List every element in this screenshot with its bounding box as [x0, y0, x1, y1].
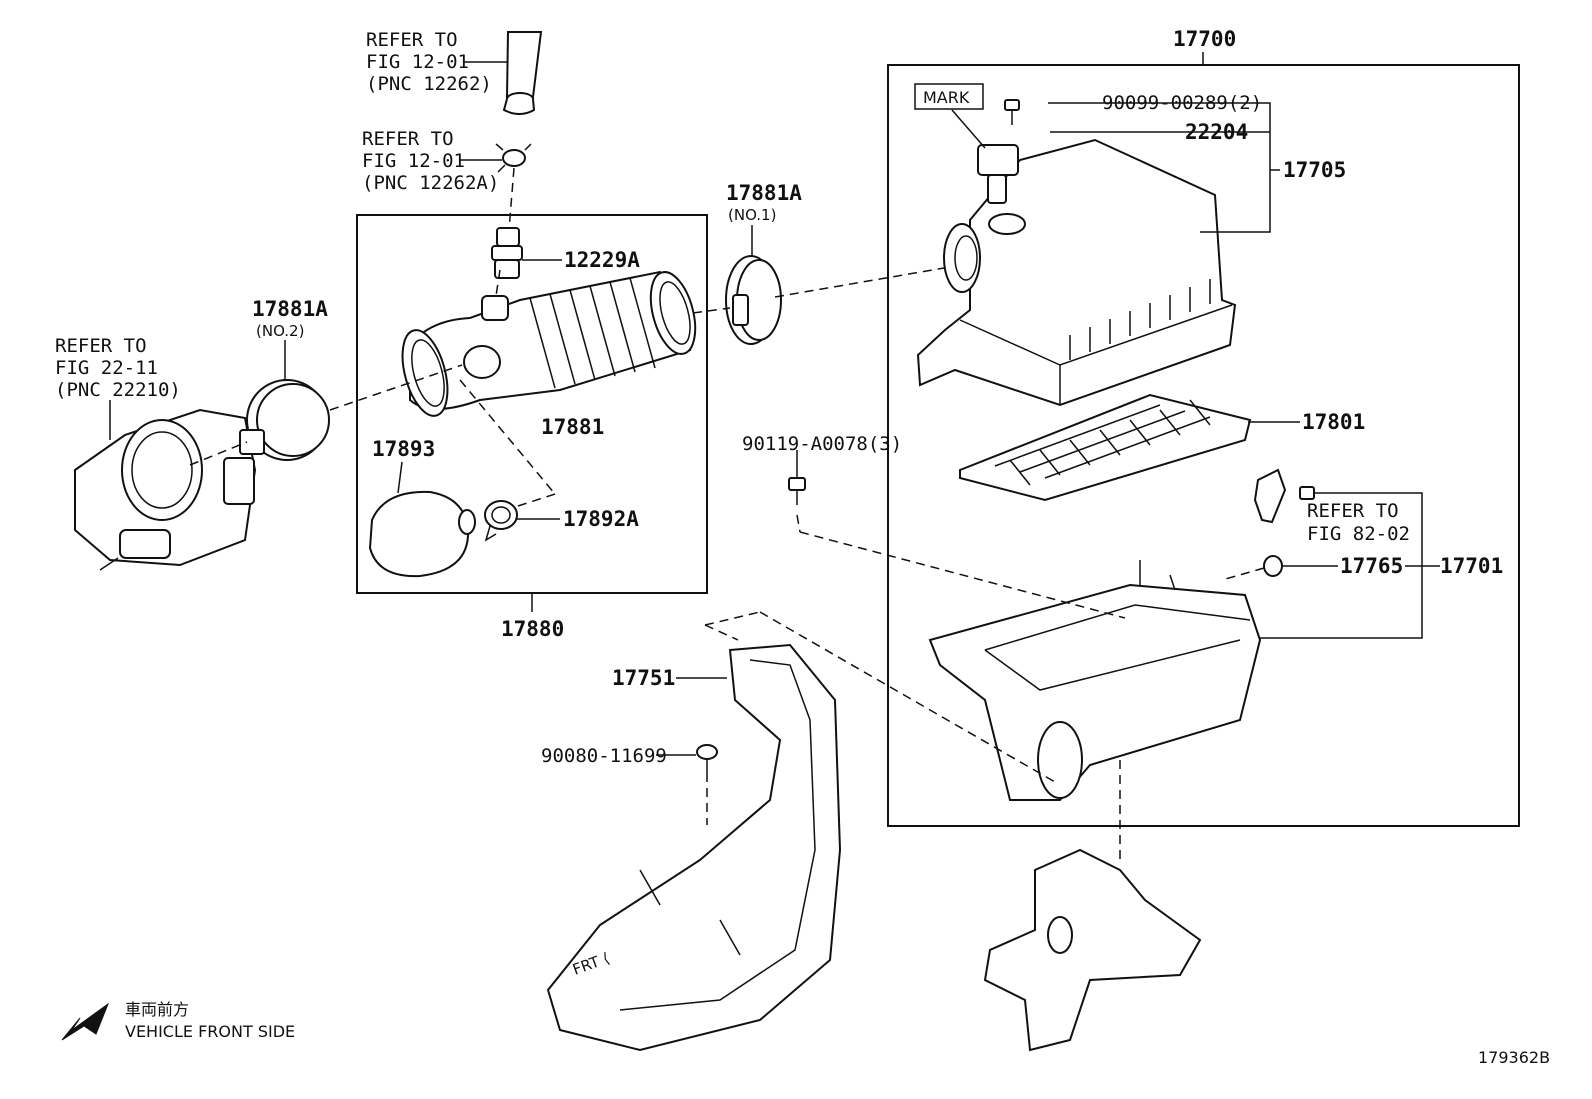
refer-82-02-line1: REFER TO	[1307, 500, 1399, 522]
part-number-17765: 17765	[1340, 554, 1403, 578]
bolt-90119-part	[788, 477, 806, 505]
filter-element-17801-part	[959, 393, 1252, 502]
part-number-17751: 17751	[612, 666, 675, 690]
hose-clip-part	[495, 143, 532, 173]
refer-22-11-line2: FIG 22-11	[55, 357, 158, 379]
throttle-body-part	[74, 400, 257, 571]
refer-22-11-line1: REFER TO	[55, 335, 147, 357]
figure-id: 179362B	[1478, 1048, 1550, 1067]
part-number-17881: 17881	[541, 415, 604, 439]
clamp-17881a-no2-part	[239, 379, 330, 461]
refer-22-11-line3: (PNC 22210)	[55, 379, 181, 401]
part-number-17701: 17701	[1440, 554, 1503, 578]
refer-82-02-line2: FIG 82-02	[1307, 523, 1410, 545]
part-number-17700: 17700	[1173, 27, 1236, 51]
part-number-12229a: 12229A	[564, 248, 640, 272]
refer-12-01-b-line2: FIG 12-01	[362, 150, 465, 172]
breather-hose-part	[502, 31, 543, 115]
screw-90099-part	[1004, 99, 1020, 125]
part-number-17881a-no2-sub: (NO.2)	[256, 322, 304, 340]
cleaner-case-17701-part	[928, 560, 1262, 801]
part-number-90080: 90080-11699	[541, 745, 667, 767]
clamp-17881a-no1-part	[725, 255, 782, 345]
part-number-17893: 17893	[372, 437, 435, 461]
part-number-17705: 17705	[1283, 158, 1346, 182]
clamp-17892a-part	[484, 500, 518, 542]
vehicle-front-en: VEHICLE FRONT SIDE	[125, 1022, 295, 1041]
air-flow-meter-22204-part	[977, 144, 1019, 204]
refer-12-01-a-line1: REFER TO	[366, 29, 458, 51]
mounting-bracket-part	[983, 848, 1202, 1052]
bolt-ref-82-02-part	[1299, 486, 1326, 500]
part-number-17892a: 17892A	[563, 507, 639, 531]
part-number-17881a-no2: 17881A	[252, 297, 328, 321]
mark-label: MARK	[923, 88, 970, 107]
intake-hose-17881-part	[401, 270, 697, 417]
bolt-90080-part	[696, 744, 718, 782]
cap-17893-part	[368, 490, 476, 578]
vehicle-front-jp: 車両前方	[125, 1000, 189, 1019]
part-number-17880: 17880	[501, 617, 564, 641]
refer-12-01-a-line3: (PNC 12262)	[366, 73, 492, 95]
part-number-17881a-no1: 17881A	[726, 181, 802, 205]
intake-duct-17751-part: FRT ⟨	[546, 643, 842, 1052]
fitting-12229a-part	[491, 227, 523, 279]
refer-12-01-a-line2: FIG 12-01	[366, 51, 469, 73]
cleaner-cap-17705-part	[916, 138, 1237, 407]
part-number-17881a-no1-sub: (NO.1)	[728, 206, 776, 224]
mark-tag	[914, 83, 984, 110]
part-number-22204: 22204	[1185, 120, 1248, 144]
part-number-17801: 17801	[1302, 410, 1365, 434]
part-number-90119: 90119-A0078(3)	[742, 433, 902, 455]
bracket-part	[1253, 468, 1287, 524]
refer-12-01-b-line1: REFER TO	[362, 128, 454, 150]
front-direction-arrow	[61, 1002, 110, 1041]
grommet-17765-part	[1263, 555, 1283, 577]
refer-12-01-b-line3: (PNC 12262A)	[362, 172, 499, 194]
part-number-90099: 90099-00289(2)	[1102, 92, 1262, 114]
